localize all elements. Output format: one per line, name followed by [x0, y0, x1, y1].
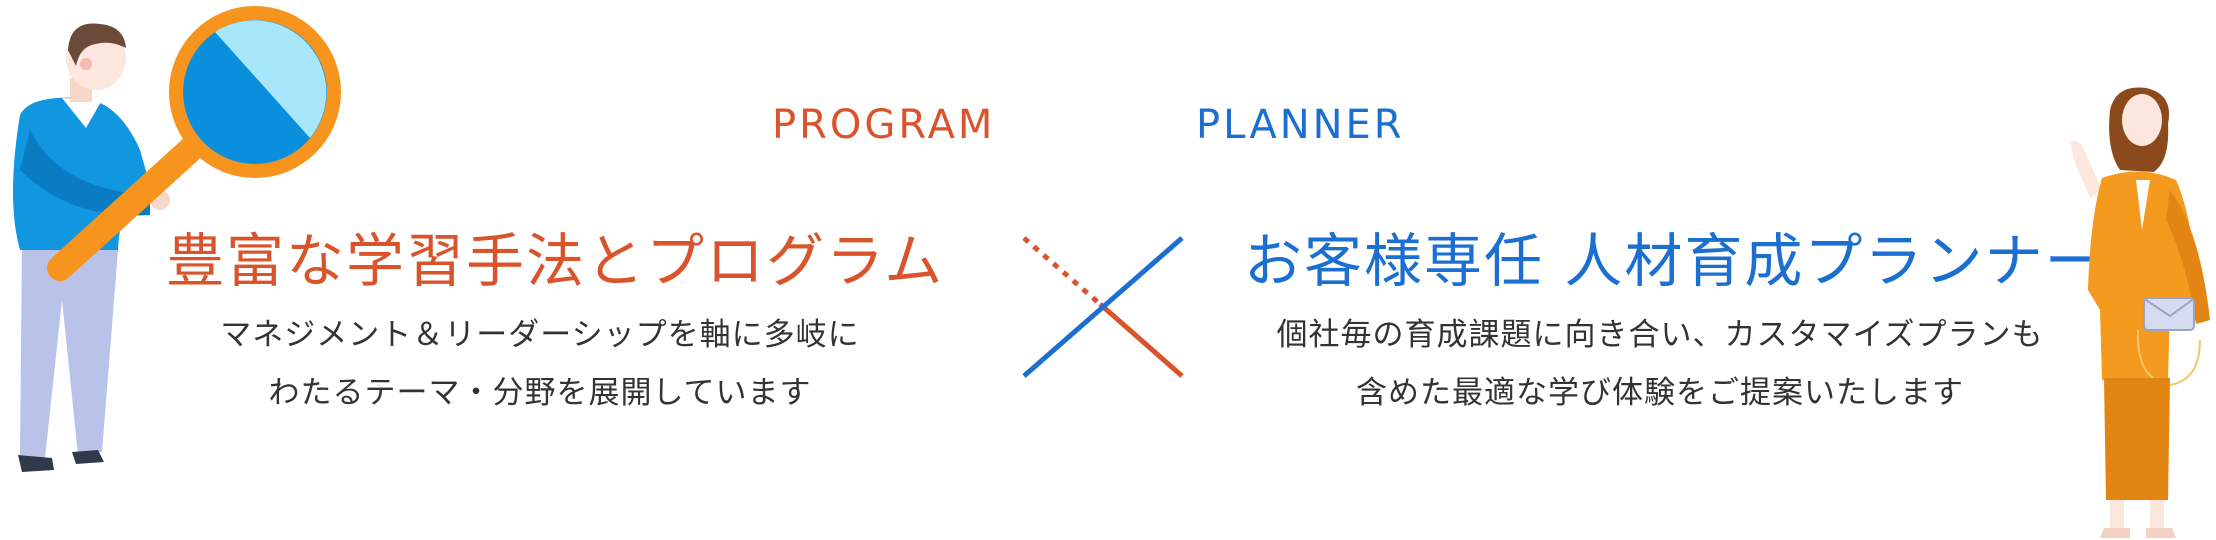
planner-description-line-1: 個社毎の育成課題に向き合い、カスタマイズプランも	[1276, 317, 2044, 353]
planner-description-line-2: 含めた最適な学び体験をご提案いたします	[1356, 375, 1964, 411]
program-eyebrow: PROGRAM	[772, 102, 996, 148]
planner-description: 個社毎の育成課題に向き合い、カスタマイズプランも 含めた最適な学び体験をご提案い…	[1220, 306, 2100, 422]
program-headline: 豊富な学習手法とプログラム	[166, 227, 945, 295]
program-description: マネジメント＆リーダーシップを軸に多岐に わたるテーマ・分野を展開しています	[190, 306, 890, 422]
program-description-line-1: マネジメント＆リーダーシップを軸に多岐に	[220, 317, 860, 353]
cross-multiply-icon	[1022, 236, 1184, 378]
planner-headline: お客様専任 人材育成プランナー	[1244, 227, 2105, 295]
person-with-magnifier-illustration	[13, 6, 341, 472]
planner-eyebrow: PLANNER	[1196, 102, 1405, 148]
businesswoman-illustration	[2070, 87, 2210, 538]
program-description-line-2: わたるテーマ・分野を展開しています	[268, 375, 812, 411]
